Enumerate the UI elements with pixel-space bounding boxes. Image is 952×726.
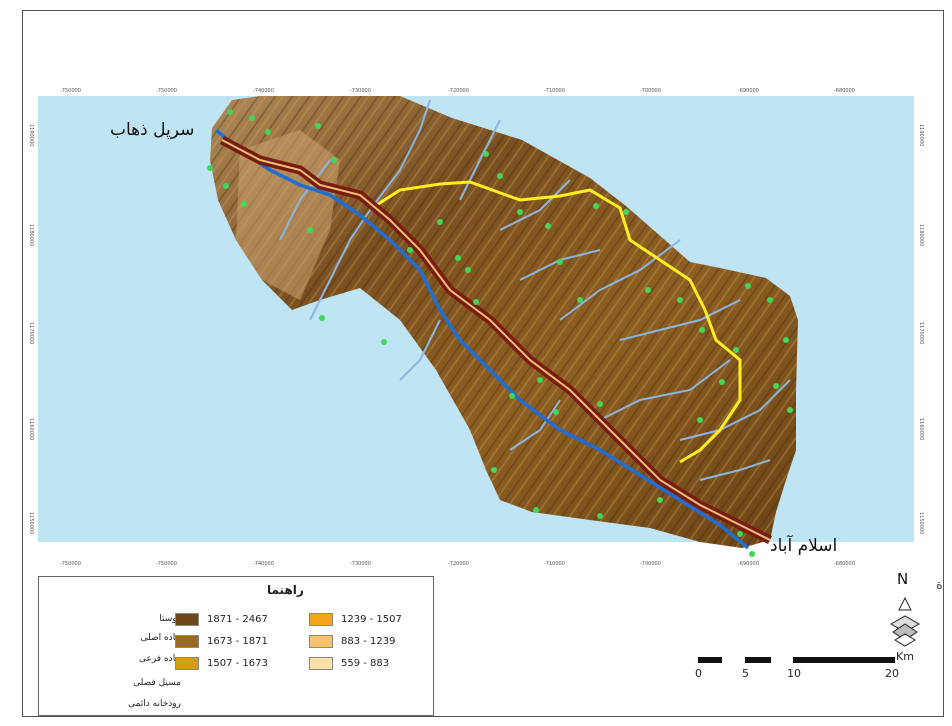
elevation-swatch [309, 613, 333, 626]
x-tick: -750000 [60, 88, 81, 94]
legend-label-sub-road: جاده فرعی [138, 654, 181, 664]
elevation-swatch [175, 635, 199, 648]
legend-title: راهنما [267, 583, 304, 597]
x-tick: -740000 [253, 88, 274, 94]
elevation-range: 1507 - 1673 [207, 658, 268, 669]
y-tick: 1180000 [28, 224, 34, 247]
elevation-range: 1871 - 2467 [207, 614, 268, 625]
village-points [207, 109, 793, 557]
y-tick: 1170000 [28, 322, 34, 345]
city-label-eslamabad: اسلام آباد [770, 536, 838, 556]
x-tick: -750000 [156, 561, 177, 567]
legend-box: راهنما روستا جاده اصلی جاده فرعی مسیل فص… [38, 576, 434, 716]
terrain-light-patch [236, 130, 340, 300]
legend-label-permanent-river: رودخانه دائمی [128, 699, 181, 709]
edge-text: ة [936, 578, 943, 593]
y-tick: 1180000 [918, 224, 924, 247]
x-tick: -720000 [448, 88, 469, 94]
seasonal-rivers [279, 99, 791, 481]
legend-label-main-road: جاده اصلی [140, 633, 181, 643]
scale-bar [698, 657, 895, 663]
sub-road [371, 180, 742, 464]
y-tick: 1170000 [918, 322, 924, 345]
main-road [219, 136, 773, 545]
x-tick: -700000 [640, 561, 661, 567]
north-label: N [897, 570, 909, 588]
y-tick: 1190000 [918, 124, 924, 147]
x-tick: -750000 [156, 88, 177, 94]
legend-label-village: روستا [159, 614, 181, 624]
elevation-range: 1673 - 1871 [207, 636, 268, 647]
x-tick: -690000 [738, 88, 759, 94]
scale-label: 0 [695, 667, 702, 680]
scale-label: 20 [885, 667, 899, 680]
y-tick: 1190000 [28, 124, 34, 147]
x-tick: -730000 [350, 88, 371, 94]
elevation-range: 883 - 1239 [341, 636, 396, 647]
y-tick: 1160000 [28, 418, 34, 441]
legend-label-seasonal-river: مسیل فصلی [133, 678, 181, 688]
city-label-sarpol-zahab: سرپل ذهاب [110, 120, 195, 140]
scale-label: 5 [742, 667, 749, 680]
elevation-swatch [175, 657, 199, 670]
x-tick: -750000 [60, 561, 81, 567]
terrain-hillshade [210, 96, 798, 548]
x-tick: -710000 [544, 561, 565, 567]
permanent-river [214, 128, 750, 550]
elevation-swatch [309, 635, 333, 648]
x-tick: -680000 [834, 561, 855, 567]
x-tick: -700000 [640, 88, 661, 94]
elevation-swatch [309, 657, 333, 670]
elevation-swatch [175, 613, 199, 626]
scale-label: 10 [787, 667, 801, 680]
scale-unit: Km [896, 650, 914, 663]
x-tick: -710000 [544, 88, 565, 94]
x-tick: -680000 [834, 88, 855, 94]
y-tick: 1150000 [918, 512, 924, 535]
x-tick: -730000 [350, 561, 371, 567]
y-tick: 1150000 [28, 512, 34, 535]
elevation-range: 1239 - 1507 [341, 614, 402, 625]
y-tick: 1160000 [918, 418, 924, 441]
x-tick: -690000 [738, 561, 759, 567]
x-tick: -740000 [253, 561, 274, 567]
elevation-range: 559 - 883 [341, 658, 390, 669]
x-tick: -720000 [448, 561, 469, 567]
north-arrow-icon [889, 596, 921, 647]
